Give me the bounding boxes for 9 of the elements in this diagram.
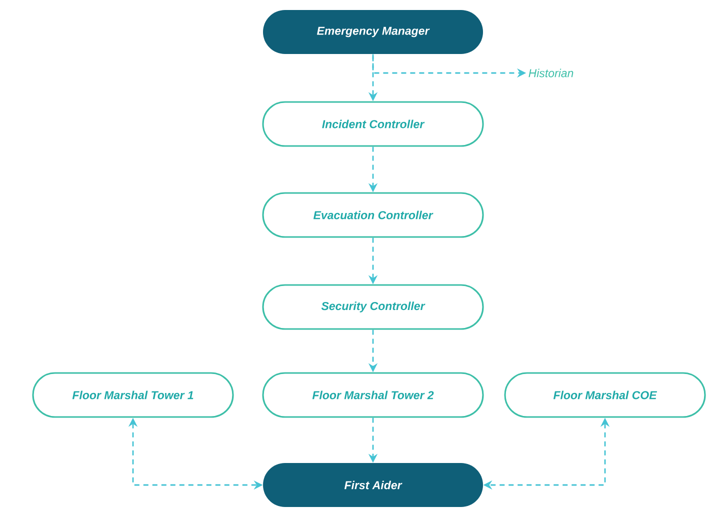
role-box: Incident Controller	[262, 101, 484, 147]
role-box: Security Controller	[262, 284, 484, 330]
role-box: Emergency Manager	[263, 10, 483, 54]
role-box: Floor Marshal COE	[504, 372, 706, 418]
role-box: Evacuation Controller	[262, 192, 484, 238]
role-box: Floor Marshal Tower 2	[262, 372, 484, 418]
role-label: Historian	[528, 68, 574, 78]
role-box: First Aider	[263, 463, 483, 507]
role-box: Floor Marshal Tower 1	[32, 372, 234, 418]
